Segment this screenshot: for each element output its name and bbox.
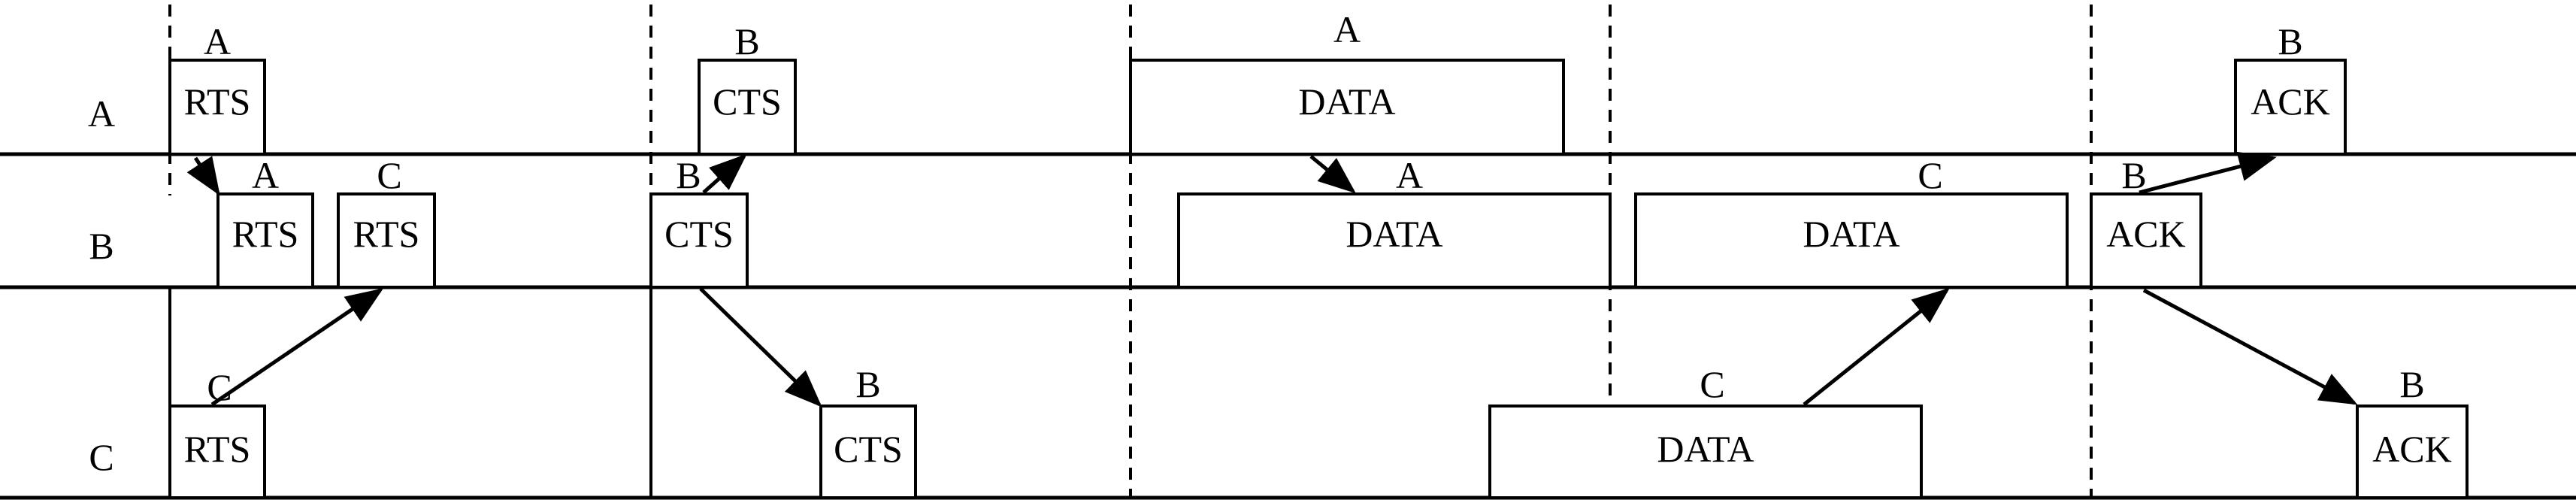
frame-c-rts: RTS C — [168, 366, 266, 499]
frame-label: ACK — [2372, 428, 2452, 470]
frame-label: RTS — [353, 213, 420, 255]
frame-owner-label: A — [204, 20, 231, 62]
frame-a-ack: ACK B — [2234, 20, 2347, 156]
frame-box — [2090, 192, 2202, 289]
arrow-a-data-to-b — [1309, 155, 1356, 194]
frame-b-data-a: DATA A — [1177, 154, 1612, 289]
frame-label: ACK — [2251, 80, 2330, 123]
frame-owner-label: B — [2278, 20, 2302, 62]
arrow-c-rts-to-b — [210, 288, 384, 407]
frame-box — [2234, 59, 2347, 156]
frame-label: DATA — [1803, 213, 1899, 255]
frame-label: RTS — [232, 213, 299, 255]
frame-label: CTS — [834, 428, 903, 470]
frame-label: DATA — [1657, 428, 1754, 470]
frame-owner-label: B — [855, 363, 880, 405]
frame-label: DATA — [1298, 80, 1395, 123]
frame-a-rts: RTS A — [168, 20, 266, 156]
arrow-b-ack-to-c — [2142, 288, 2358, 405]
frame-owner-label: C — [377, 154, 401, 196]
frame-box — [2356, 405, 2469, 499]
frame-box — [1177, 192, 1612, 289]
frame-owner-label: A — [1333, 8, 1361, 50]
frame-label: CTS — [664, 213, 734, 255]
frame-owner-label: C — [1700, 363, 1724, 405]
frame-box — [649, 192, 749, 289]
frame-box — [168, 405, 266, 499]
frame-b-ack: ACK B — [2090, 154, 2202, 289]
arrow-b-ack-to-a — [2139, 151, 2277, 195]
frame-owner-label: B — [676, 154, 701, 196]
row-label-b: B — [89, 225, 114, 267]
frame-a-data: DATA A — [1129, 8, 1565, 156]
frame-label: RTS — [184, 80, 251, 123]
row-label-a: A — [88, 92, 115, 135]
frame-box — [337, 192, 436, 289]
frame-label: ACK — [2106, 213, 2186, 255]
frame-label: RTS — [184, 428, 251, 470]
frame-c-data: DATA C — [1488, 363, 1923, 499]
transmission-arrows — [186, 151, 2358, 408]
arrow-a-rts-to-b — [186, 156, 220, 196]
frame-b-rts-c: RTS C — [337, 154, 436, 289]
frame-c-ack: ACK B — [2356, 363, 2469, 499]
frame-box — [216, 192, 314, 289]
row-label-c: C — [89, 436, 114, 478]
frame-box — [698, 59, 797, 156]
frame-label: CTS — [713, 80, 782, 123]
arrow-c-data-to-b — [1803, 287, 1950, 406]
frame-owner-label: B — [2399, 363, 2424, 405]
frame-c-cts: CTS B — [819, 363, 917, 499]
frame-box — [819, 405, 917, 499]
frame-owner-label: C — [1918, 154, 1942, 196]
frame-owner-label: A — [252, 154, 279, 196]
frame-label: DATA — [1346, 213, 1442, 255]
frame-owner-label: B — [734, 20, 759, 62]
arrow-b-cts-to-c — [699, 287, 822, 408]
frame-box — [1129, 59, 1565, 156]
frame-b-cts: CTS B — [649, 154, 749, 289]
frame-box — [1634, 192, 2069, 289]
frame-box — [168, 59, 266, 156]
frame-a-cts: CTS B — [698, 20, 797, 156]
frame-b-data-c: DATA C — [1634, 154, 2069, 289]
arrow-b-cts-to-a — [702, 153, 747, 194]
frame-owner-label: C — [207, 366, 232, 408]
frame-owner-label: A — [1396, 154, 1423, 196]
frame-b-rts-a: RTS A — [216, 154, 314, 289]
frame-box — [1488, 405, 1923, 499]
frame-owner-label: B — [2121, 154, 2146, 196]
